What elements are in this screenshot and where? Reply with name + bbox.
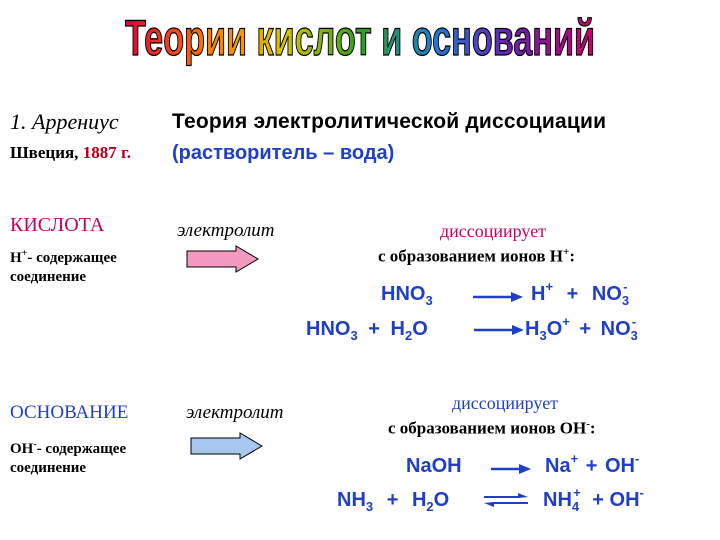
base-def-prefix: ОН	[10, 441, 34, 457]
acid-def-rest: - содержащее	[27, 250, 117, 266]
base-eq2-b: H	[411, 489, 427, 511]
acid-eq2-plus1: +	[368, 318, 380, 340]
base-eq1-products: Na+ + OH-	[545, 451, 639, 478]
acid-eq2-b-rest: O	[412, 318, 428, 340]
base-eq2-a: NH	[337, 489, 366, 511]
acid-ions-colon: :	[569, 246, 575, 266]
base-eq2-reactants: NH3 + H2O	[337, 489, 450, 514]
author-number: 1.	[10, 109, 27, 134]
base-dissociates: диссоциирует	[452, 393, 559, 413]
acid-eq2-plus2: +	[579, 318, 592, 340]
acid-eq2-reactants: HNO3 + H2O	[306, 318, 428, 343]
acid-eq2-p2-sub: 3	[630, 328, 638, 343]
base-eq2-plus2: +	[592, 489, 604, 511]
base-eq1-p1: Na	[545, 455, 571, 477]
acid-def-prefix: Н	[10, 250, 22, 266]
base-ions-colon: :	[589, 418, 596, 438]
base-eq2-p1-sup: +	[573, 485, 581, 500]
base-eq2-plus1: +	[386, 489, 399, 511]
base-eq2-b-sub: 2	[426, 499, 434, 514]
solvent-note: (растворитель – вода)	[172, 142, 395, 164]
acid-label: КИСЛОТА	[10, 214, 105, 236]
base-def-rest: - содержащее	[36, 441, 127, 457]
base-label: ОСНОВАНИЕ	[10, 402, 129, 423]
base-eq2-p2-sup: -	[639, 485, 644, 500]
base-eq1-p2: OH	[604, 455, 635, 477]
acid-dissociates: диссоциирует	[440, 221, 547, 241]
acid-eq1-formula-sub: 3	[425, 293, 433, 308]
acid-definition: Н+- содержащее соединение	[10, 244, 117, 287]
acid-eq2-products: H3O+ + NO3-	[525, 314, 642, 343]
acid-eq2-a: HNO	[306, 318, 351, 340]
base-def-sup: -	[33, 439, 37, 450]
acid-ions-sup: +	[563, 246, 570, 258]
acid-eq1-p1: H	[531, 283, 546, 305]
base-eq2-b-rest: O	[433, 489, 450, 511]
acid-def-sup: +	[21, 248, 28, 259]
acid-eq2-p1-sup: +	[562, 314, 570, 329]
acid-ions-text: с образованием ионов Н+:	[378, 246, 575, 267]
author-line: 1. Аррениус	[10, 109, 119, 135]
acid-eq2-p2: NO	[600, 318, 631, 340]
base-eq2-p1-sub: 4	[571, 499, 580, 514]
base-eq1-formula: NaOH	[406, 455, 462, 477]
acid-eq1-products: H+ + NO3-	[531, 279, 633, 308]
base-eq2-p1: NH	[543, 489, 572, 511]
base-eq2-a-sub: 3	[365, 499, 374, 514]
acid-eq1-arrow-icon	[473, 290, 523, 308]
acid-eq2-b-sub: 2	[404, 328, 413, 343]
acid-eq1-formula: HNO	[381, 283, 426, 305]
title-text: Теории кислот и оснований	[125, 10, 595, 66]
country-year: Швеция, 1887 г.	[10, 143, 131, 163]
author-name: Аррениус	[32, 109, 119, 134]
acid-eq2-p2-sup: -	[631, 314, 637, 329]
acid-eq1-p2: NO	[591, 283, 622, 305]
base-arrow-icon	[190, 432, 264, 465]
acid-eq1-plus: +	[566, 283, 579, 305]
base-ions-sup: -	[586, 418, 590, 430]
base-eq1-plus: +	[585, 455, 598, 477]
base-def-line2: соединение	[10, 460, 87, 476]
acid-eq2-arrow-icon	[474, 323, 524, 341]
base-eq2-products: NH4+ + OH-	[543, 485, 644, 514]
acid-eq2-p1-rest: O	[546, 318, 563, 340]
acid-eq1-reactant: HNO3	[381, 283, 433, 308]
base-ions-text: с образованием ионов ОН-:	[388, 418, 596, 439]
base-eq1-p2-sup: -	[634, 451, 640, 466]
acid-eq2-b: H	[390, 318, 405, 340]
year: 1887 г.	[82, 143, 131, 162]
base-definition: ОН-- содержащее соединение	[10, 435, 126, 478]
base-eq1-p1-sup: +	[570, 451, 579, 466]
acid-arrow-icon	[186, 245, 260, 278]
base-eq1-arrow-icon	[491, 462, 531, 480]
page-title: Теории кислот и оснований	[0, 0, 720, 70]
base-eq1-reactant: NaOH	[406, 455, 462, 478]
acid-electrolyte-label: электролит	[177, 220, 275, 241]
acid-eq1-p2-sup: -	[623, 279, 628, 294]
base-eq2-equilibrium-icon	[484, 491, 528, 514]
acid-eq2-a-sub: 3	[350, 328, 358, 343]
base-eq2-p2: OH	[609, 489, 640, 511]
acid-eq2-p1-sub: 3	[539, 328, 547, 343]
base-ions-label: с образованием ионов ОН	[388, 418, 587, 438]
acid-ions-label: с образованием ионов Н	[378, 246, 564, 266]
acid-def-line2: соединение	[10, 269, 87, 285]
base-electrolyte-label: электролит	[186, 402, 284, 423]
acid-eq2-p1: H	[525, 318, 540, 340]
acid-eq1-p2-sub: 3	[621, 293, 630, 308]
theory-title: Теория электролитической диссоциации	[172, 110, 607, 133]
acid-eq1-p1-sup: +	[545, 279, 554, 294]
country: Швеция,	[10, 143, 79, 162]
